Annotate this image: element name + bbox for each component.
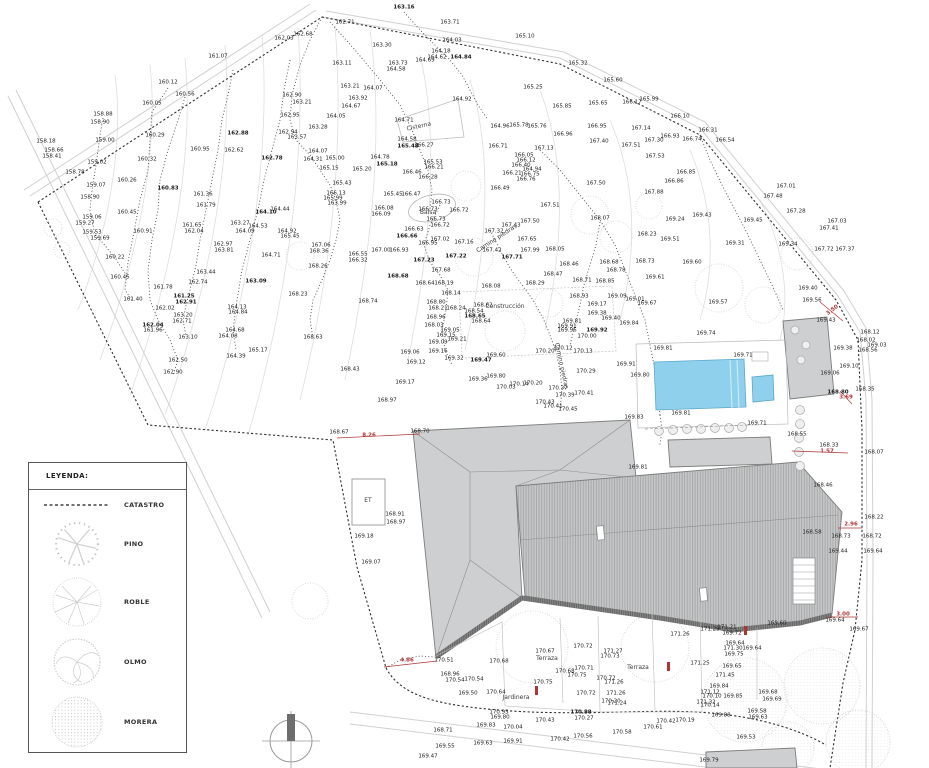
jacuzzi [751,374,775,403]
site-features [396,98,617,359]
legend-title: LEYENDA: [46,472,89,480]
legend-item-olmo: OLMO [29,631,186,693]
swimming-pool [653,358,747,411]
dimension-lines [336,301,862,695]
legend-label-olmo: OLMO [124,658,147,666]
contour-lines [77,24,786,436]
legend-label-morera: MORERA [124,718,158,726]
et-box [351,478,386,526]
legend-item-catastro: CATASTRO [29,501,186,509]
trees [43,170,891,768]
legend-item-pino: PINO [29,515,186,573]
legend-item-morera: MORERA [29,691,186,753]
legend-item-roble: ROBLE [29,571,186,633]
cadastro-boundary [37,16,863,768]
roads [7,3,874,768]
survey-traverse-lines [89,11,784,669]
pergola-planters [654,325,811,471]
legend-separator [29,489,186,490]
legend-box: LEYENDA: CATASTRO PINO ROBLE [28,462,187,753]
legend-label-catastro: CATASTRO [124,501,165,509]
legend-label-pino: PINO [124,540,144,548]
legend-label-roble: ROBLE [124,598,150,606]
oak-tree-icon [29,572,124,632]
building [412,316,843,768]
mulberry-tree-icon [29,692,124,752]
elm-tree-icon [29,632,124,692]
pool-area [635,325,811,471]
north-compass-icon [262,711,320,768]
terrace-lines [433,609,758,713]
catastro-dashed-line-icon [29,501,124,509]
pine-tree-icon [29,516,124,572]
roof-ridges [412,419,637,659]
